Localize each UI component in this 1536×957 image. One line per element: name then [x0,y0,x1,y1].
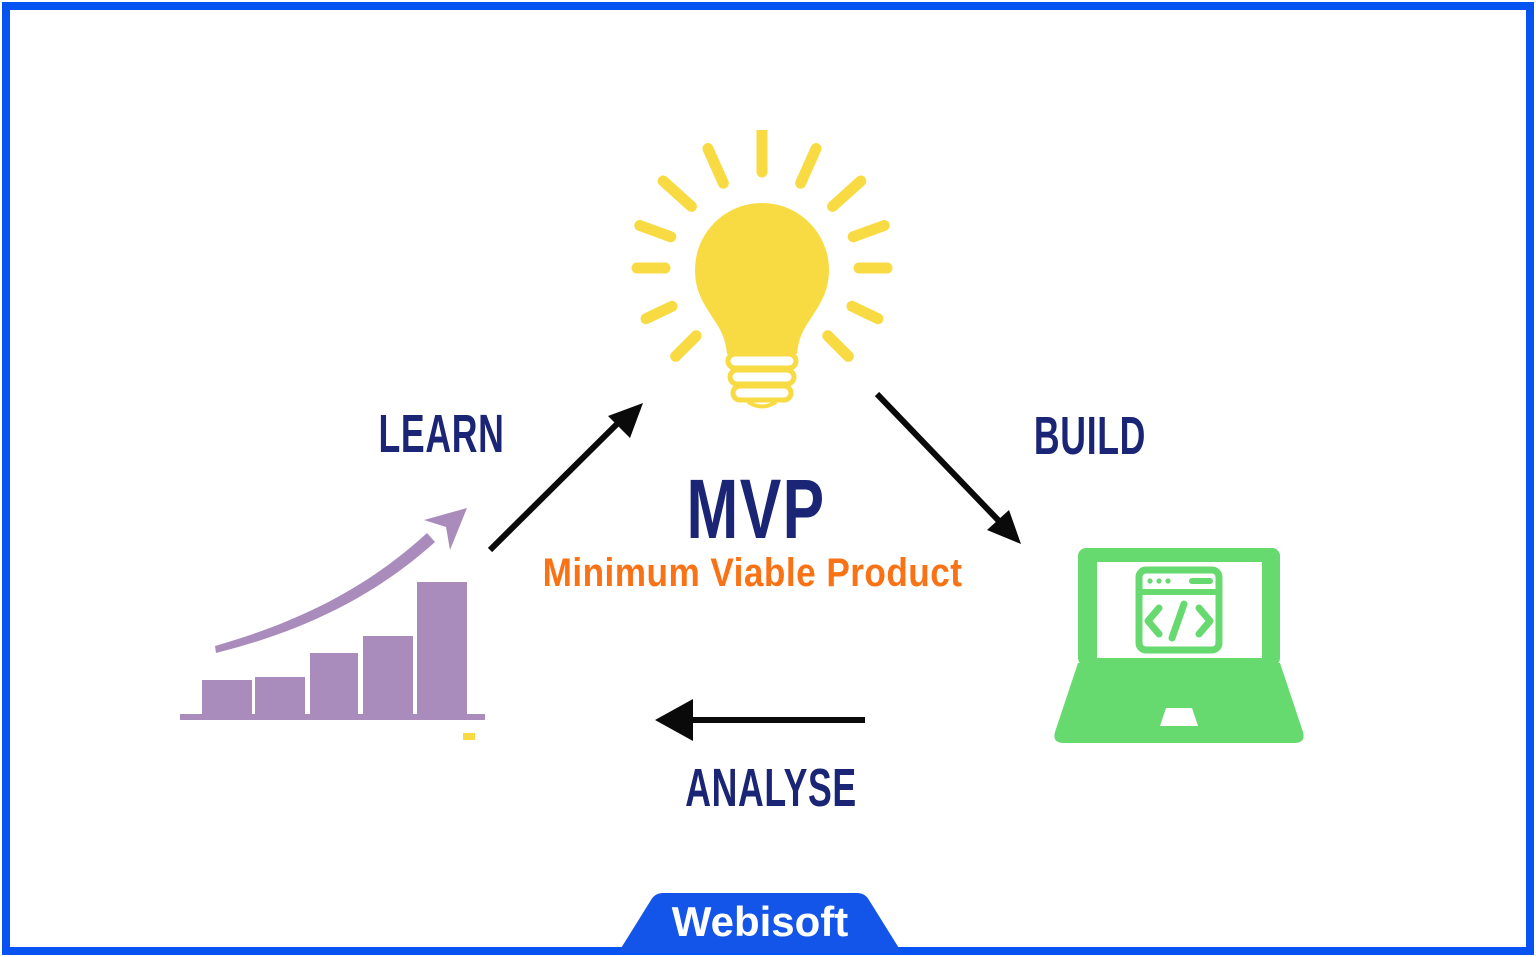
analyse-arrow-icon [655,699,865,741]
mvp-subtitle: Minimum Viable Product [542,551,962,595]
yellow-dash-mark [463,733,475,740]
laptop-base [1054,663,1304,743]
center-subtitle-wrap: Minimum Viable Product [502,553,1002,593]
growth-chart-trend-arrow [215,533,435,653]
growth-chart-arrowhead [424,508,467,550]
logo-trapezoid [618,893,902,953]
lightbulb-glass [695,203,829,354]
stage-label-build: BUILD [1033,406,1147,466]
center-title-wrap: MVP [556,467,956,551]
stage-label-learn-wrap: LEARN [291,407,591,461]
laptop-notch [1160,708,1198,726]
webisoft-logo: Webisoft [618,893,902,953]
logo-text: Webisoft [672,898,849,945]
idea-lightbulb-icon [631,130,893,409]
stage-label-build-wrap: BUILD [940,409,1240,463]
growth-chart-bars [180,582,485,720]
stage-label-learn: LEARN [377,404,505,464]
growth-bar-chart-icon [180,508,485,740]
laptop-code-icon [1054,548,1304,743]
code-glyph [1144,600,1214,642]
stage-label-analyse-wrap: ANALYSE [621,761,921,815]
lightbulb-rays [631,130,893,362]
stage-label-analyse: ANALYSE [685,758,857,818]
browser-window [1135,566,1223,654]
learn-arrow-icon [487,403,643,553]
mvp-title: MVP [686,462,826,556]
build-arrow-icon [874,391,1021,544]
lightbulb-screw-base [725,351,799,409]
